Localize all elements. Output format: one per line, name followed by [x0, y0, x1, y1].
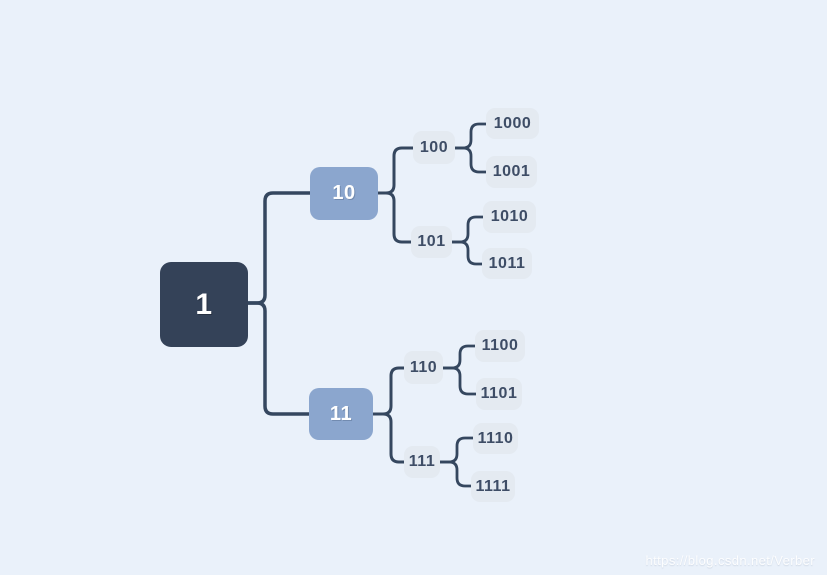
node-1010[interactable]: 1010 — [483, 201, 536, 233]
node-1000[interactable]: 1000 — [486, 108, 539, 139]
connector-1-to-10 — [246, 191, 314, 305]
node-1101[interactable]: 1101 — [476, 378, 522, 410]
connector-11-to-111 — [371, 412, 408, 464]
connector-101-to-1011 — [450, 240, 486, 266]
node-1001[interactable]: 1001 — [486, 156, 537, 188]
connector-100-to-1000 — [453, 122, 490, 150]
node-1110[interactable]: 1110 — [473, 423, 518, 454]
connector-111-to-1110 — [438, 436, 477, 464]
node-101[interactable]: 101 — [411, 226, 452, 258]
node-110[interactable]: 110 — [404, 351, 443, 384]
connector-110-to-1101 — [441, 366, 480, 396]
node-1111[interactable]: 1111 — [471, 471, 515, 502]
node-111[interactable]: 111 — [404, 446, 440, 478]
connector-101-to-1010 — [450, 215, 487, 244]
node-11[interactable]: 11 — [309, 388, 373, 440]
node-10[interactable]: 10 — [310, 167, 378, 220]
csdn-watermark: https://blog.csdn.net/Verber — [645, 553, 815, 568]
node-1100[interactable]: 1100 — [475, 330, 525, 362]
connector-100-to-1001 — [453, 146, 490, 174]
node-100[interactable]: 100 — [413, 131, 455, 164]
connector-10-to-100 — [376, 146, 417, 195]
connector-11-to-110 — [371, 366, 408, 416]
node-1011[interactable]: 1011 — [482, 248, 532, 279]
connector-10-to-101 — [376, 191, 415, 244]
connector-110-to-1100 — [441, 344, 479, 370]
connector-111-to-1111 — [438, 460, 475, 488]
connector-1-to-11 — [246, 301, 313, 416]
node-1[interactable]: 1 — [160, 262, 248, 347]
